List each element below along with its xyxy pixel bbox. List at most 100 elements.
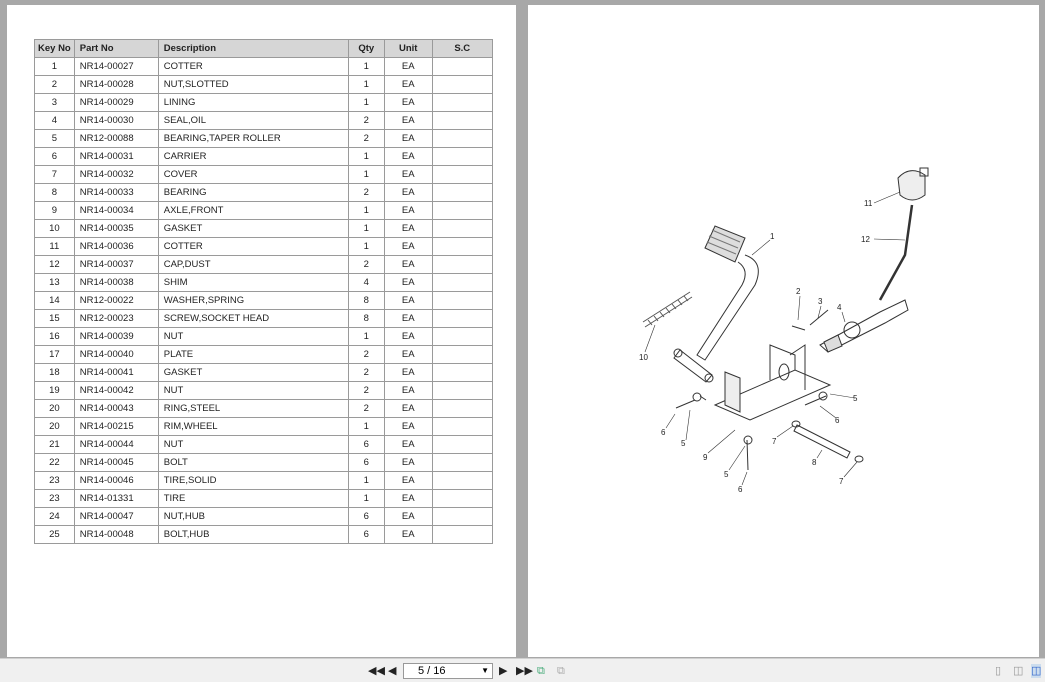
bracket-base — [713, 369, 832, 421]
sc-cell — [431, 453, 493, 472]
key-no-cell: 13 — [34, 273, 75, 292]
key-no-cell: 11 — [34, 237, 75, 256]
description-cell: WASHER,SPRING — [157, 291, 349, 310]
sc-cell — [431, 525, 493, 544]
part-no-cell: NR14-00031 — [73, 147, 159, 166]
unit-cell: EA — [383, 237, 433, 256]
qty-cell: 1 — [347, 147, 385, 166]
callout-label: 7 — [839, 477, 844, 486]
shaft — [793, 424, 851, 459]
sc-cell — [431, 255, 493, 274]
description-cell: SHIM — [157, 273, 349, 292]
sc-cell — [431, 273, 493, 292]
qty-cell: 6 — [347, 525, 385, 544]
single-page-icon[interactable]: ▯ — [995, 665, 1002, 677]
fit-width-icon[interactable]: ⧉ — [557, 665, 565, 677]
header-qty: Qty — [347, 39, 385, 58]
qty-cell: 2 — [347, 381, 385, 400]
header-description: Description — [157, 39, 349, 58]
qty-cell: 2 — [347, 129, 385, 148]
unit-cell: EA — [383, 363, 433, 382]
part-no-cell: NR14-00048 — [73, 525, 159, 544]
description-cell: GASKET — [157, 363, 349, 382]
description-cell: CAP,DUST — [157, 255, 349, 274]
description-cell: AXLE,FRONT — [157, 201, 349, 220]
header-key-no: Key No — [34, 39, 75, 58]
key-no-cell: 14 — [34, 291, 75, 310]
part-no-cell: NR14-00035 — [73, 219, 159, 238]
part-no-cell: NR12-00022 — [73, 291, 159, 310]
unit-cell: EA — [383, 489, 433, 508]
callout-label: 6 — [661, 428, 666, 437]
description-cell: BEARING,TAPER ROLLER — [157, 129, 349, 148]
sc-cell — [431, 75, 493, 94]
last-page-icon[interactable]: ▶▶ — [516, 665, 533, 677]
description-cell: BOLT,HUB — [157, 525, 349, 544]
hose — [878, 204, 914, 301]
unit-cell: EA — [383, 201, 433, 220]
part-no-cell: NR14-00034 — [73, 201, 159, 220]
parts-list-page: Key No Part No Description Qty Unit S.C … — [7, 5, 516, 657]
sc-cell — [431, 147, 493, 166]
key-no-cell: 20 — [34, 417, 75, 436]
sc-cell — [431, 345, 493, 364]
callout-label: 10 — [639, 353, 648, 362]
description-cell: TIRE — [157, 489, 349, 508]
qty-cell: 1 — [347, 471, 385, 490]
two-page-icon[interactable]: ◫ — [1031, 664, 1042, 678]
qty-cell: 2 — [347, 363, 385, 382]
chevron-down-icon[interactable]: ▼ — [481, 666, 489, 675]
part-no-cell: NR14-00040 — [73, 345, 159, 364]
sc-cell — [431, 489, 493, 508]
page-number-input[interactable]: 5 / 16▼ — [403, 663, 493, 679]
callout-label: 4 — [837, 303, 842, 312]
unit-cell: EA — [383, 471, 433, 490]
description-cell: BOLT — [157, 453, 349, 472]
parts-table: Key No Part No Description Qty Unit S.C … — [34, 39, 493, 544]
description-cell: RING,STEEL — [157, 399, 349, 418]
part-no-cell: NR14-00032 — [73, 165, 159, 184]
unit-cell: EA — [383, 309, 433, 328]
unit-cell: EA — [383, 165, 433, 184]
unit-cell: EA — [383, 129, 433, 148]
callout-label: 11 — [864, 199, 873, 208]
description-cell: COTTER — [157, 237, 349, 256]
description-cell: NUT — [157, 327, 349, 346]
prev-page-icon[interactable]: ◀ — [388, 665, 397, 677]
key-no-cell: 9 — [34, 201, 75, 220]
unit-cell: EA — [383, 183, 433, 202]
sc-cell — [431, 471, 493, 490]
key-no-cell: 3 — [34, 93, 75, 112]
sc-cell — [431, 219, 493, 238]
next-page-icon[interactable]: ▶ — [499, 665, 508, 677]
sc-cell — [431, 57, 493, 76]
description-cell: SEAL,OIL — [157, 111, 349, 130]
callout-label: 1 — [770, 232, 775, 241]
header-part-no: Part No — [73, 39, 159, 58]
first-page-icon[interactable]: ◀◀ — [368, 665, 385, 677]
sc-cell — [431, 363, 493, 382]
continuous-icon[interactable]: ◫ — [1013, 665, 1024, 677]
part-no-cell: NR14-00036 — [73, 237, 159, 256]
fit-page-icon[interactable]: ⧉ — [537, 665, 545, 677]
key-no-cell: 10 — [34, 219, 75, 238]
unit-cell: EA — [383, 327, 433, 346]
sc-cell — [431, 129, 493, 148]
sc-cell — [431, 381, 493, 400]
sc-cell — [431, 309, 493, 328]
qty-cell: 1 — [347, 57, 385, 76]
pedal-pad — [704, 225, 746, 263]
